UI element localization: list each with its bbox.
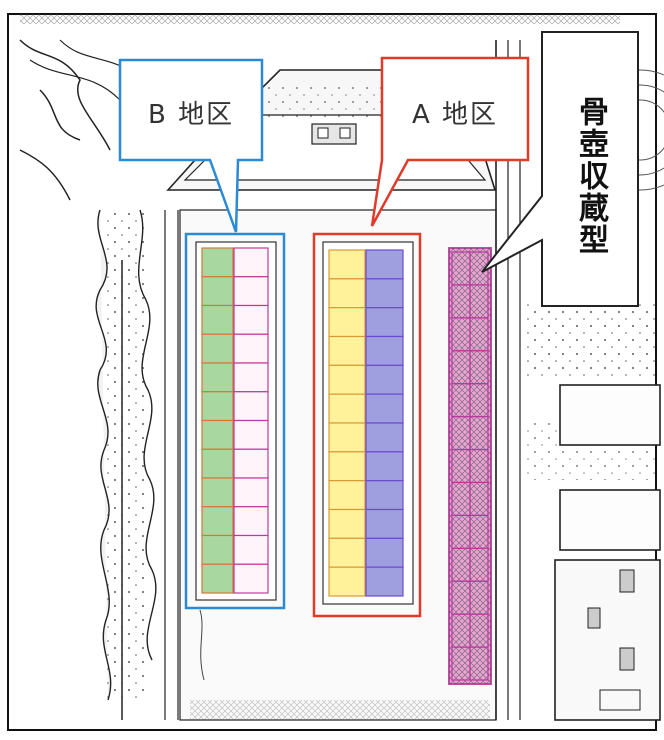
a-plot-cell [328, 393, 366, 424]
a-plot-cell [365, 451, 404, 482]
a-plot-cell [365, 364, 404, 395]
tree-icon [19, 39, 157, 701]
b-plot-cell [201, 362, 234, 393]
a-district-plots [328, 249, 404, 597]
b-plot-cell [201, 247, 234, 278]
b-plot-cell [233, 477, 269, 508]
building-icon [559, 384, 661, 446]
b-district-plots [201, 247, 269, 594]
a-plot-cell [365, 307, 404, 338]
urn-storage-label: 骨壺収蔵型 [573, 96, 608, 256]
b-district-label: B 地区 [148, 100, 235, 130]
a-plot-cell [365, 393, 404, 424]
b-plot-cell [201, 276, 234, 307]
a-plot-cell [365, 422, 404, 453]
a-plot-cell [365, 566, 404, 597]
b-plot-cell [233, 448, 269, 479]
a-plot-cell [328, 422, 366, 453]
a-plot-cell [328, 249, 366, 280]
b-plot-cell [233, 276, 269, 307]
top-hatch [20, 14, 620, 24]
b-plot-cell [201, 419, 234, 450]
a-plot-cell [365, 278, 404, 309]
b-district-callout [118, 58, 264, 233]
a-plot-cell [328, 364, 366, 395]
a-district-label: A 地区 [412, 100, 499, 130]
a-district-callout [370, 56, 530, 227]
b-plot-cell [233, 333, 269, 364]
a-plot-cell [328, 307, 366, 338]
a-plot-cell [328, 566, 366, 597]
building-icon [554, 559, 661, 721]
a-plot-cell [365, 537, 404, 568]
b-plot-cell [233, 563, 269, 594]
b-plot-cell [201, 534, 234, 565]
a-district-frame [312, 232, 422, 618]
b-district-frame [184, 232, 286, 610]
urn-storage-plots [451, 251, 489, 681]
b-plot-cell [201, 506, 234, 537]
a-plot-cell [365, 249, 404, 280]
a-plot-cell [365, 480, 404, 511]
urn-plot-cell [469, 646, 489, 681]
b-plot-cell [201, 304, 234, 335]
building-icon [559, 489, 661, 551]
a-plot-cell [328, 537, 366, 568]
b-plot-cell [201, 333, 234, 364]
b-plot-cell [233, 534, 269, 565]
a-plot-cell [328, 508, 366, 539]
b-plot-cell [233, 247, 269, 278]
a-plot-cell [328, 335, 366, 366]
b-plot-cell [201, 448, 234, 479]
a-plot-cell [365, 508, 404, 539]
a-plot-cell [328, 451, 366, 482]
b-plot-cell [201, 391, 234, 422]
b-plot-cell [233, 362, 269, 393]
b-plot-cell [233, 391, 269, 422]
a-plot-cell [365, 335, 404, 366]
a-plot-cell [328, 278, 366, 309]
b-plot-cell [233, 506, 269, 537]
b-plot-cell [201, 563, 234, 594]
urn-storage-callout [481, 31, 639, 307]
a-plot-cell [328, 480, 366, 511]
b-plot-cell [233, 304, 269, 335]
b-plot-cell [233, 419, 269, 450]
b-plot-cell [201, 477, 234, 508]
